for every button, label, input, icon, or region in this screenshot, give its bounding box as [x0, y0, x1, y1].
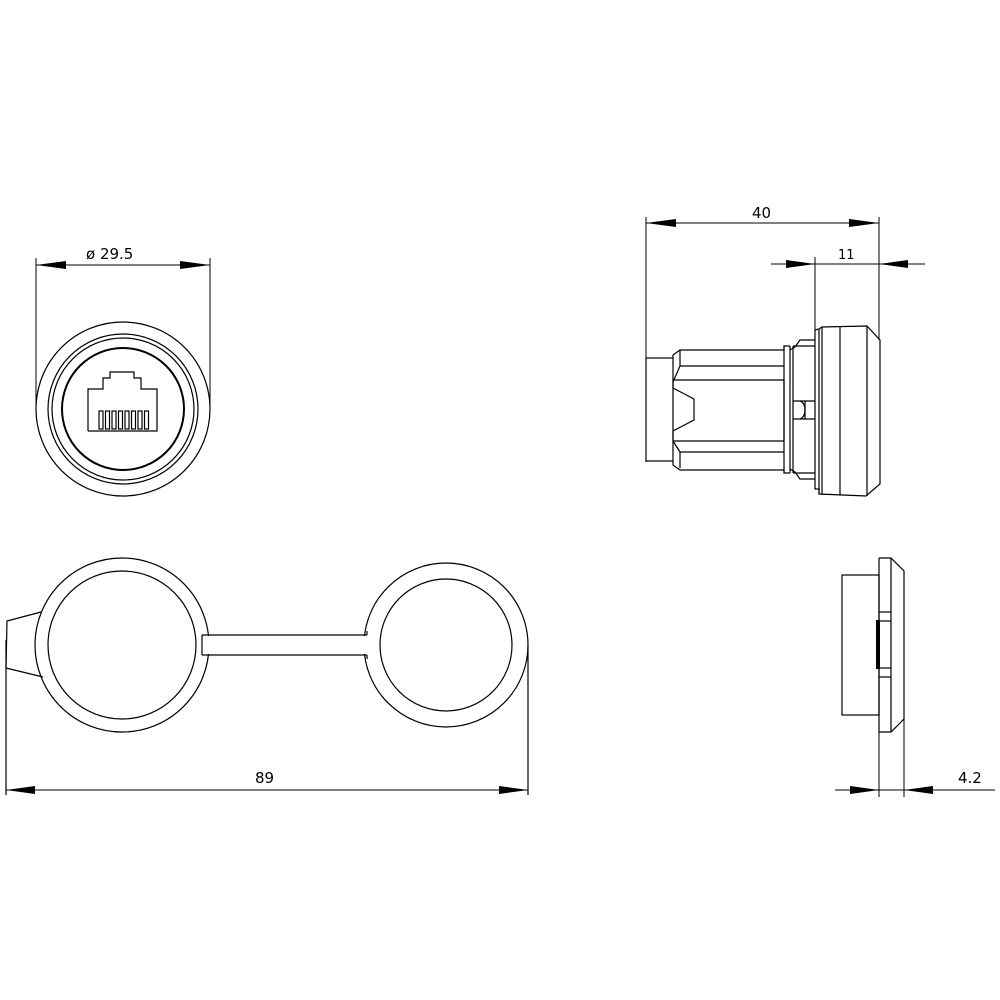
arrow-left-icon: [36, 261, 66, 269]
mid-ring-inner: [51, 337, 195, 481]
cap-side-view: 4.2: [835, 557, 995, 797]
arrow-right-icon: [849, 219, 879, 227]
mid-ring: [47, 333, 199, 485]
dimension-label-flange: 11: [838, 248, 855, 263]
rear-plug: [645, 357, 674, 462]
dimension-diameter: ø 29.5: [35, 245, 211, 410]
outer-ring: [35, 321, 211, 497]
dimension-flange: 11: [771, 248, 925, 330]
dimension-cap-length: 89: [6, 769, 528, 794]
front-flange: [814, 325, 881, 497]
dimension-label-cap-length: 89: [255, 769, 274, 787]
cap-large-ring-outer: [34, 557, 210, 733]
arrow-right-icon: [180, 261, 210, 269]
arrow-left-icon: [646, 219, 676, 227]
arrow-left-icon: [6, 786, 35, 794]
cap-small-ring-outer: [363, 562, 529, 728]
arrow-left-icon: [879, 260, 908, 268]
dimension-label-overall: 40: [752, 204, 771, 222]
inner-ring: [61, 347, 185, 471]
rj45-port-icon: [87, 371, 158, 432]
dimension-label-diameter: ø 29.5: [86, 245, 133, 263]
arrow-right-icon: [786, 260, 815, 268]
cap-small-ring-inner: [379, 578, 513, 712]
dimension-cap-thickness: 4.2: [835, 719, 995, 797]
cap-body: [841, 574, 880, 716]
arrow-right-icon: [499, 786, 528, 794]
arrow-left-icon: [904, 786, 933, 794]
dimension-label-cap-thickness: 4.2: [958, 769, 982, 787]
socket-body: [672, 345, 791, 474]
front-view: ø 29.5: [35, 245, 211, 497]
cap-large-ring-inner: [47, 570, 197, 720]
cap-top-view: 89: [5, 557, 529, 795]
arrow-right-icon: [850, 786, 879, 794]
mounting-nut: [789, 339, 815, 480]
dimension-overall-length: 40: [645, 204, 880, 462]
rj45-pins: [98, 410, 150, 430]
side-view: 40 11: [645, 204, 925, 497]
